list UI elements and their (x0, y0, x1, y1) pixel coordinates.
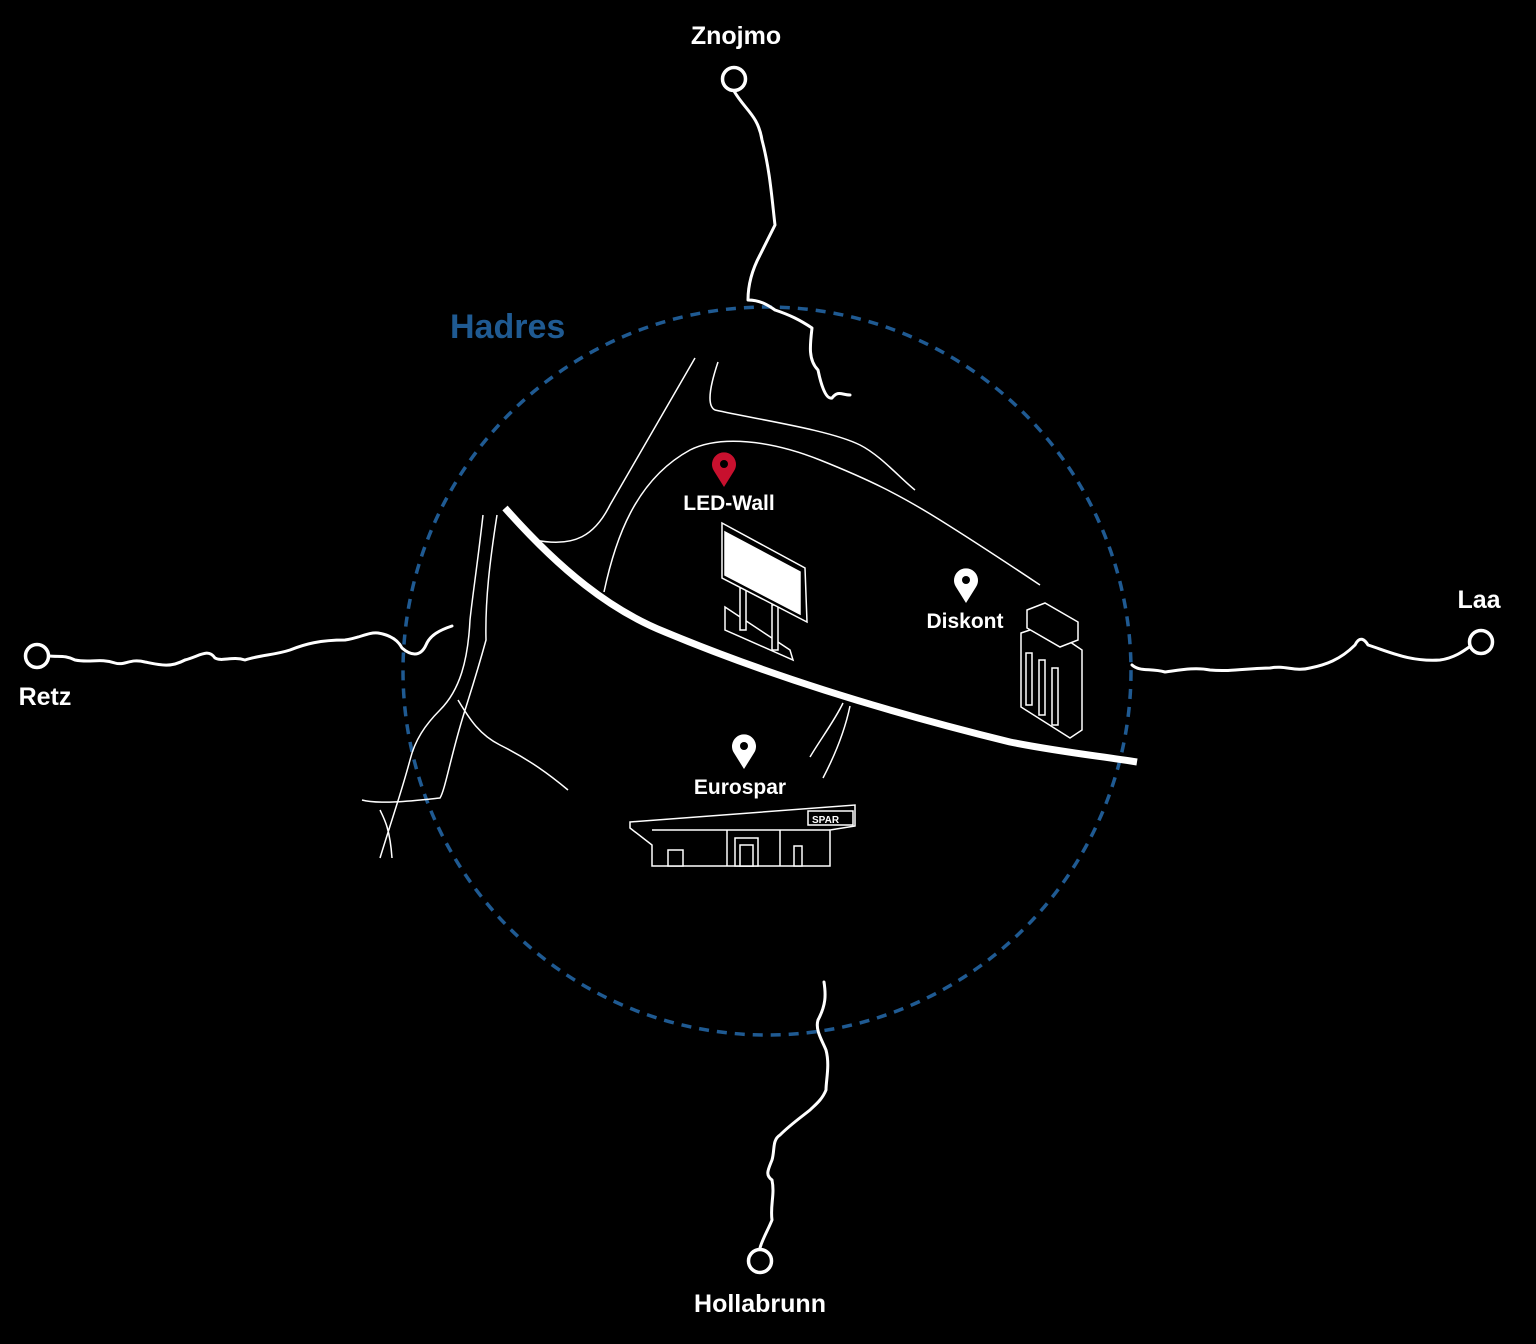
street (809, 702, 844, 758)
fuel-pump-icon (1020, 602, 1083, 739)
led-wall-icon (721, 521, 808, 662)
endpoint-north (720, 65, 748, 93)
route-south (758, 980, 830, 1250)
location-label-led-wall: LED-Wall (683, 492, 775, 515)
street (379, 514, 484, 859)
map-pin-icon (712, 452, 736, 487)
destination-label-north: Znojmo (690, 22, 782, 50)
location-label-diskont: Diskont (926, 610, 1004, 633)
route-north (732, 89, 852, 400)
route-east (1130, 637, 1474, 674)
map-pin-eurospar[interactable] (732, 734, 756, 769)
main-road (502, 505, 1138, 766)
endpoint-east (1467, 628, 1495, 656)
street (361, 514, 498, 803)
supermarket-icon: SPAR (629, 804, 856, 867)
destination-label-south: Hollabrunn (694, 1290, 826, 1318)
endpoint-west (23, 642, 51, 670)
region-label: Hadres (450, 308, 566, 346)
destination-label-east: Laa (1457, 586, 1501, 614)
map-pin-icon (954, 568, 978, 603)
spar-logo: SPAR (812, 815, 840, 826)
location-label-eurospar: Eurospar (693, 776, 787, 799)
route-west (47, 624, 454, 667)
map-pin-diskont[interactable] (954, 568, 978, 603)
street (709, 361, 916, 491)
map-pin-led-wall[interactable] (712, 452, 736, 487)
destination-label-west: Retz (18, 683, 72, 711)
street (534, 357, 696, 544)
street (379, 809, 393, 859)
region-boundary (401, 305, 1133, 1037)
street (822, 705, 851, 779)
street (457, 699, 569, 791)
endpoint-south (746, 1247, 774, 1275)
street (603, 440, 1041, 593)
map-pin-icon (732, 734, 756, 769)
